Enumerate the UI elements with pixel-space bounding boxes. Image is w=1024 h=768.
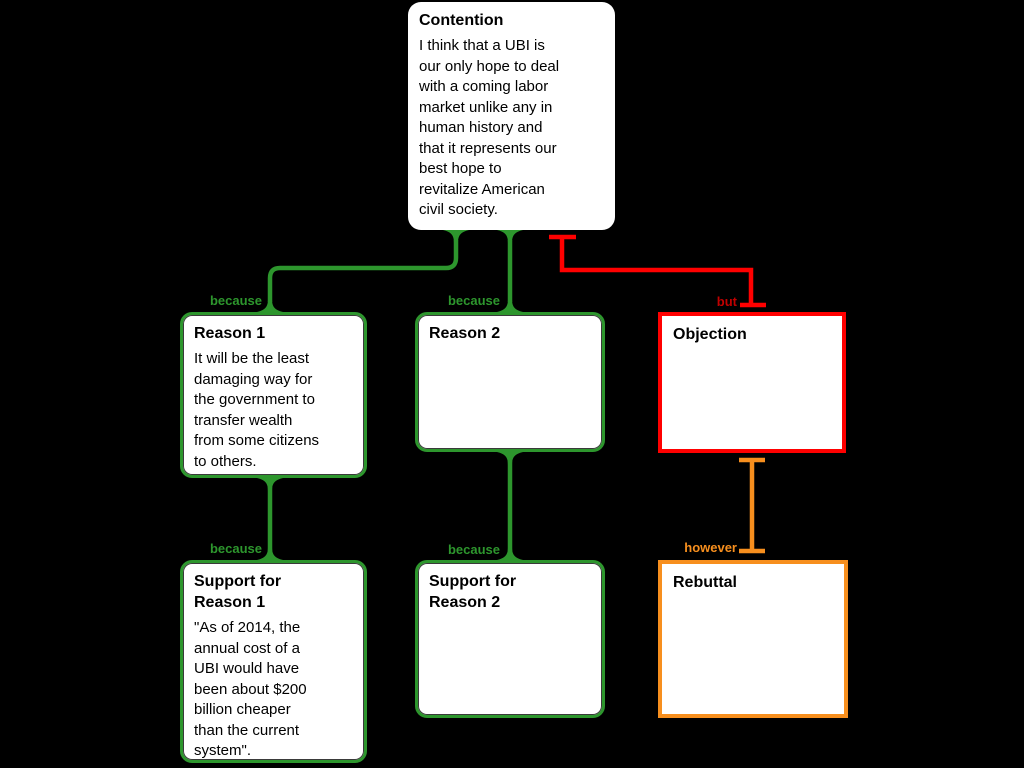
connector-line bbox=[559, 239, 754, 303]
reason-1-title: Reason 1 bbox=[194, 325, 266, 342]
reason-1-box[interactable]: Reason 1 It will be the least damaging w… bbox=[180, 312, 367, 478]
objection-body bbox=[662, 345, 842, 350]
contention-box[interactable]: Contention I think that a UBI is our onl… bbox=[408, 2, 615, 230]
connector-because-reason1-support1 bbox=[257, 478, 283, 560]
connector-because-contention-reason2 bbox=[497, 230, 523, 312]
connector-bell-icon bbox=[497, 230, 523, 243]
connector-because-reason2-support2 bbox=[497, 452, 523, 560]
contention-body: I think that a UBI is our only hope to d… bbox=[419, 37, 560, 218]
support-for-reason-1-box[interactable]: Support for Reason 1 "As of 2014, the an… bbox=[180, 560, 367, 763]
relation-label-however-rebuttal[interactable]: however bbox=[684, 540, 737, 555]
connector-bell-icon bbox=[497, 547, 523, 560]
rebuttal-title: Rebuttal bbox=[673, 574, 737, 591]
connector-line bbox=[267, 240, 459, 302]
relation-label-because-support2[interactable]: because bbox=[447, 542, 500, 557]
support-for-reason-2-title: Support for Reason 2 bbox=[429, 573, 517, 611]
rebuttal-box[interactable]: Rebuttal bbox=[658, 560, 848, 718]
support-for-reason-2-body bbox=[418, 613, 602, 618]
connector-bell-icon bbox=[257, 547, 283, 560]
objection-box[interactable]: Objection bbox=[658, 312, 846, 453]
connector-however-objection-rebuttal bbox=[739, 457, 765, 554]
reason-1-body: It will be the least damaging way for th… bbox=[194, 350, 320, 470]
relation-label-but-objection[interactable]: but bbox=[716, 294, 737, 309]
reason-2-title: Reason 2 bbox=[429, 325, 501, 342]
support-for-reason-1-title: Support for Reason 1 bbox=[194, 573, 282, 611]
connector-but-contention-objection bbox=[549, 234, 766, 308]
support-for-reason-1-body: "As of 2014, the annual cost of a UBI wo… bbox=[194, 619, 307, 759]
relation-label-because-reason1[interactable]: because bbox=[209, 293, 262, 308]
relation-label-because-reason2[interactable]: because bbox=[447, 293, 500, 308]
connector-bell-icon bbox=[497, 299, 523, 312]
connector-bell-icon bbox=[257, 478, 283, 491]
rebuttal-body bbox=[662, 593, 844, 598]
connector-bell-icon bbox=[497, 452, 523, 465]
connector-because-contention-reason1 bbox=[257, 230, 469, 312]
reason-2-body bbox=[418, 344, 602, 349]
relation-label-because-support1[interactable]: because bbox=[209, 541, 262, 556]
objection-title: Objection bbox=[673, 326, 747, 343]
support-for-reason-2-box[interactable]: Support for Reason 2 bbox=[415, 560, 605, 718]
connector-bell-icon bbox=[257, 299, 283, 312]
reason-2-box[interactable]: Reason 2 bbox=[415, 312, 605, 452]
contention-title: Contention bbox=[419, 12, 504, 29]
connector-bell-icon bbox=[443, 230, 469, 243]
